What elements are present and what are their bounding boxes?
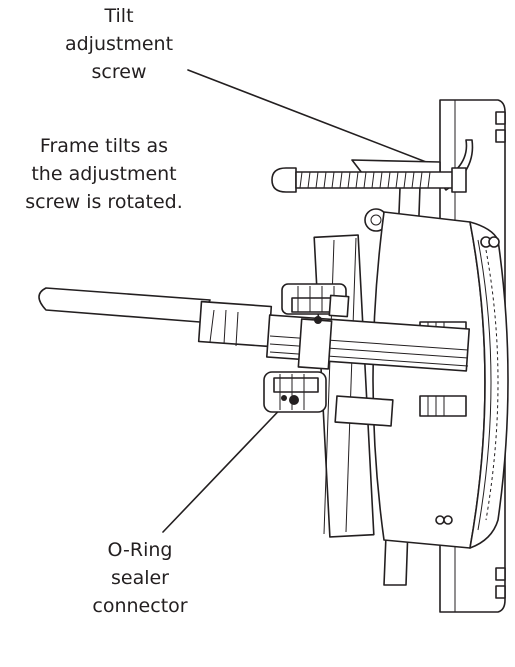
screw-head — [271, 167, 297, 193]
tilt-screw-label-line-1: Tilt — [104, 5, 134, 27]
upper-gland — [328, 294, 350, 318]
housing-body — [372, 211, 486, 549]
lower-oring — [289, 395, 299, 405]
oring-leader — [162, 397, 292, 533]
tilt-screw-label: Tilt adjustment screw — [34, 2, 204, 86]
oring-label-line-3: connector — [92, 595, 188, 617]
display-housing — [372, 211, 509, 549]
probe-tip — [38, 287, 211, 323]
bracket-tab-top-2 — [495, 129, 506, 143]
screw-shaft — [295, 171, 455, 189]
face-screw-bottom-1 — [435, 515, 445, 525]
gland-plate — [328, 294, 394, 427]
housing-boss-bottom — [419, 395, 467, 417]
screw-nut — [451, 167, 467, 193]
bracket-tab-top-1 — [495, 111, 506, 125]
bracket-tab-bottom-1 — [495, 567, 506, 581]
frame-tilt-note-line-3: screw is rotated. — [25, 191, 183, 213]
frame-tilt-note-line-2: the adjustment — [31, 163, 177, 185]
frame-tilt-note-line-1: Frame tilts as — [39, 135, 169, 157]
oring-label-line-2: sealer — [110, 567, 169, 589]
probe-inner-sleeve — [297, 318, 333, 370]
tilt-screw-leader — [187, 69, 453, 173]
bracket-tab-bottom-2 — [495, 585, 506, 599]
tilt-adjustment-screw — [271, 167, 467, 193]
probe-stem — [38, 287, 471, 372]
gland-body — [334, 395, 394, 427]
lower-fitting-nut — [273, 377, 319, 393]
frame-tilt-note: Frame tilts as the adjustment screw is r… — [4, 132, 204, 216]
oring-label-line-1: O-Ring — [107, 539, 173, 561]
face-screw-bottom-2 — [443, 515, 453, 525]
face-screw-top-2 — [488, 236, 500, 248]
oring-label: O-Ring sealer connector — [70, 536, 210, 620]
upper-oring — [314, 316, 322, 324]
tilt-screw-label-line-2: adjustment — [64, 33, 174, 55]
probe-collar — [197, 300, 273, 348]
tilt-screw-label-line-3: screw — [91, 61, 147, 83]
